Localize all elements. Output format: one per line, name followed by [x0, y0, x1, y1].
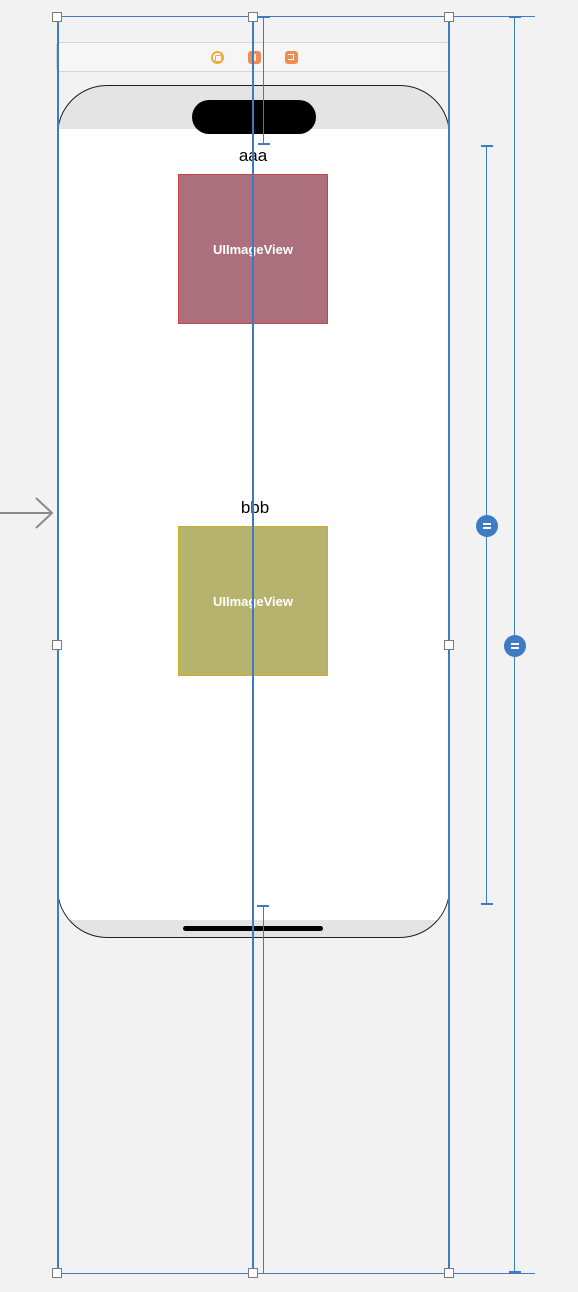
first-responder-icon[interactable]: [248, 51, 261, 64]
resize-handle-middle-right[interactable]: [444, 640, 454, 650]
label-bbb[interactable]: bbb: [240, 498, 270, 517]
initial-view-controller-arrow-icon[interactable]: [0, 496, 56, 530]
constraint-top-spacing-cap: [258, 143, 270, 145]
resize-handle-bottom-left[interactable]: [52, 1268, 62, 1278]
selection-center-line: [252, 16, 254, 1274]
constraint-top-spacing-cap-top: [258, 16, 270, 18]
equal-height-inner-cap-bottom: [481, 903, 493, 905]
resize-handle-top-left[interactable]: [52, 12, 62, 22]
constraint-bottom-spacing[interactable]: [263, 906, 264, 1273]
exit-icon[interactable]: [285, 51, 298, 64]
resize-handle-bottom-right[interactable]: [444, 1268, 454, 1278]
equal-constraint-icon[interactable]: [476, 515, 498, 537]
dynamic-island: [192, 100, 316, 134]
selection-bottom-edge: [57, 1273, 535, 1274]
equal-constraint-icon[interactable]: [504, 635, 526, 657]
constraint-bottom-spacing-cap: [257, 905, 269, 907]
equal-height-inner-cap-top: [481, 145, 493, 147]
constraint-top-spacing[interactable]: [263, 16, 264, 144]
resize-handle-top-center[interactable]: [248, 12, 258, 22]
resize-handle-top-right[interactable]: [444, 12, 454, 22]
equal-height-outer-cap-bottom: [509, 1271, 521, 1273]
resize-handle-middle-left[interactable]: [52, 640, 62, 650]
selection-top-edge: [57, 16, 535, 17]
view-controller-icon[interactable]: [211, 51, 224, 64]
equal-height-outer-cap-top: [509, 16, 521, 18]
resize-handle-bottom-center[interactable]: [248, 1268, 258, 1278]
